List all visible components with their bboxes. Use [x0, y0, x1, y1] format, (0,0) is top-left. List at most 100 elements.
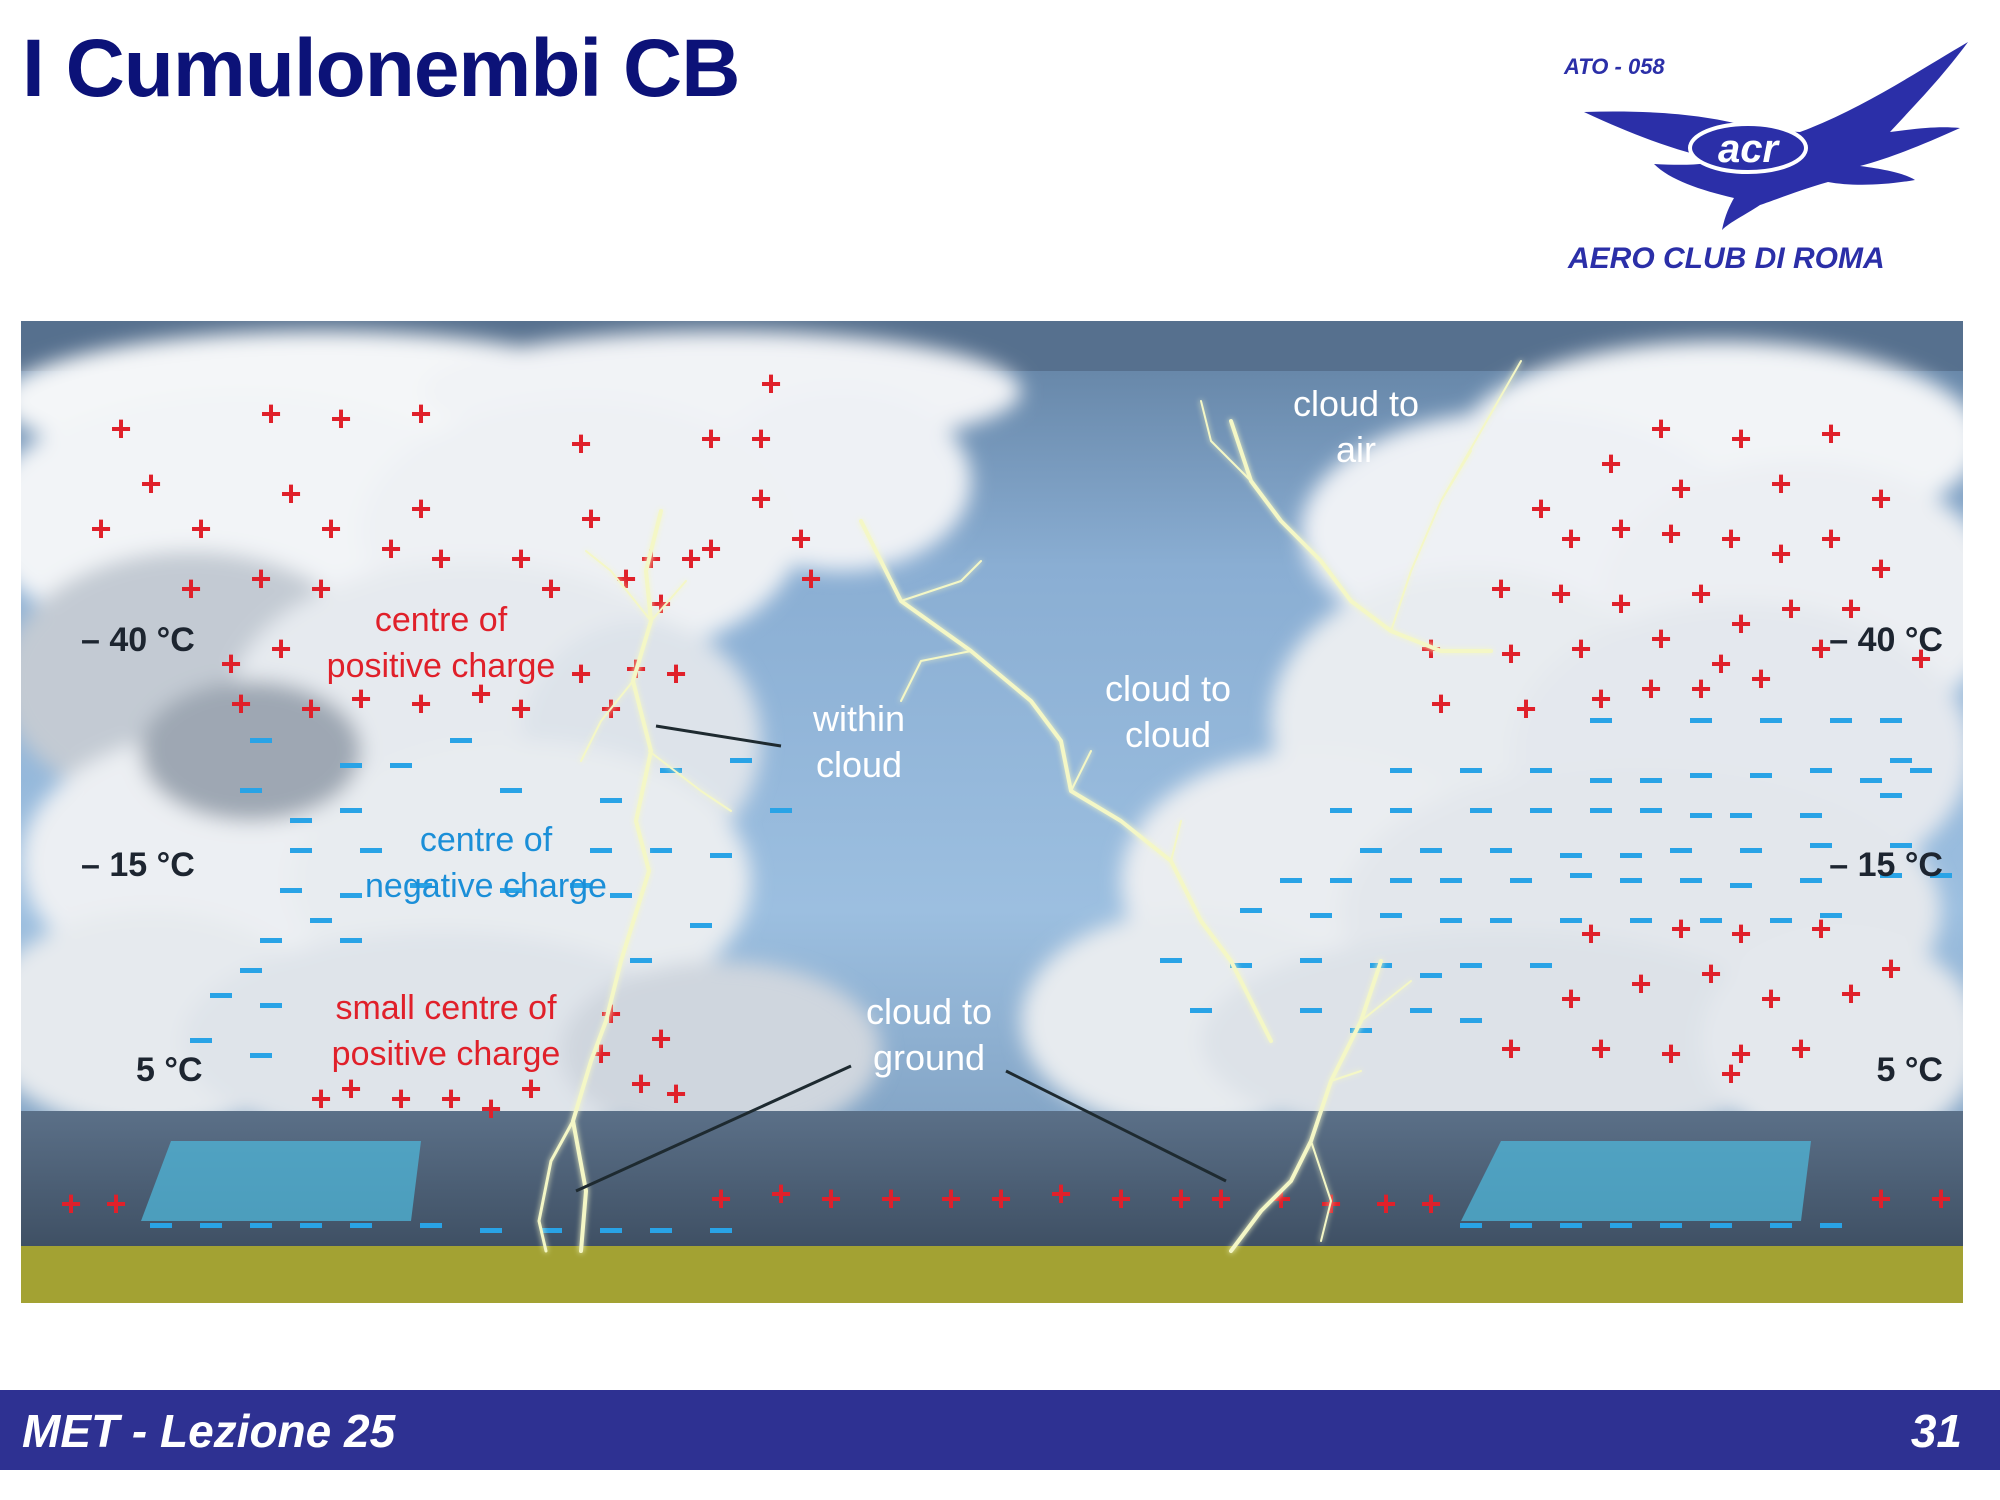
positive-charge-mark: +	[1870, 548, 1891, 589]
positive-charge-mark: +	[1650, 618, 1671, 659]
negative-center-label: centre of negative charge	[365, 821, 607, 905]
positive-charge-mark: +	[1730, 603, 1751, 644]
positive-charge-mark: +	[1550, 573, 1571, 614]
negative-charge-mark	[290, 848, 312, 853]
lightning-type-labels: within cloud cloud to cloud cloud to air…	[812, 383, 1419, 1078]
positive-charge-mark: +	[1590, 1028, 1611, 1069]
positive-charge-mark: +	[760, 363, 781, 404]
cloud-to-air-label: cloud to air	[1293, 383, 1419, 470]
positive-charge-mark: +	[1660, 1033, 1681, 1074]
positive-charge-mark: +	[1580, 913, 1601, 954]
negative-charge-mark	[1810, 843, 1832, 848]
positive-charge-mark: +	[1600, 443, 1621, 484]
positive-charge-mark: +	[190, 508, 211, 549]
temp-label-right-middle: – 15 °C	[1829, 846, 1943, 884]
positive-charge-mark: +	[1570, 628, 1591, 669]
negative-charge-mark	[1510, 878, 1532, 883]
positive-charge-mark: +	[1690, 573, 1711, 614]
negative-charge-mark	[1620, 853, 1642, 858]
positive-charge-mark: +	[1750, 658, 1771, 699]
negative-charge-mark	[1350, 1028, 1372, 1033]
negative-charge-mark	[1830, 718, 1852, 723]
svg-text:cloud to: cloud to	[866, 991, 992, 1032]
negative-charge-mark	[1460, 768, 1482, 773]
positive-charge-mark: +	[1630, 963, 1651, 1004]
negative-charge-mark	[260, 938, 282, 943]
svg-text:cloud to: cloud to	[1293, 383, 1419, 424]
negative-charge-mark	[710, 853, 732, 858]
negative-charge-mark	[710, 1228, 732, 1233]
negative-charge-mark	[1800, 878, 1822, 883]
negative-charge-mark	[1590, 778, 1612, 783]
negative-charge-mark	[1490, 918, 1512, 923]
negative-charge-mark	[1770, 918, 1792, 923]
positive-charge-mark: +	[140, 463, 161, 504]
positive-charge-mark: +	[250, 558, 271, 599]
positive-charge-mark: +	[1780, 588, 1801, 629]
positive-charge-mark: +	[1375, 1183, 1396, 1224]
positive-charge-mark: +	[700, 528, 721, 569]
positive-charge-mark: +	[1610, 583, 1631, 624]
positive-charge-mark: +	[1870, 478, 1891, 519]
positive-charge-mark: +	[820, 1178, 841, 1219]
positive-charge-mark: +	[750, 418, 771, 459]
negative-charge-mark	[1800, 813, 1822, 818]
positive-charge-mark: +	[440, 1078, 461, 1119]
positive-charge-mark: +	[390, 1078, 411, 1119]
positive-charge-mark: +	[1170, 1178, 1191, 1219]
positive-charge-mark: +	[880, 1178, 901, 1219]
rain-right	[1461, 1141, 1811, 1221]
negative-charge-mark	[1490, 848, 1512, 853]
logo-monogram: acr	[1718, 127, 1780, 171]
positive-charge-mark: +	[630, 1063, 651, 1104]
negative-charge-mark	[1160, 958, 1182, 963]
negative-charge-mark	[610, 893, 632, 898]
positive-charge-mark: +	[1810, 908, 1831, 949]
upper-positive-label: centre of positive charge	[327, 601, 556, 685]
positive-charge-mark: +	[350, 678, 371, 719]
positive-charge-mark: +	[510, 538, 531, 579]
negative-charge-mark	[1590, 718, 1612, 723]
negative-charge-mark	[500, 788, 522, 793]
cloud-to-cloud-bolt	[859, 519, 1273, 1043]
positive-charge-mark: +	[1490, 568, 1511, 609]
positive-charge-mark: +	[1650, 408, 1671, 449]
negative-charge-mark	[1710, 1223, 1732, 1228]
positive-charge-mark: +	[1560, 978, 1581, 1019]
negative-charge-mark	[260, 1003, 282, 1008]
within-cloud-branch	[580, 550, 732, 812]
positive-charge-mark: +	[1730, 418, 1751, 459]
positive-charge-mark: +	[1770, 463, 1791, 504]
svg-text:ground: ground	[873, 1037, 985, 1078]
negative-charge-mark	[1810, 768, 1832, 773]
negative-charge-mark	[280, 888, 302, 893]
positive-charge-mark: +	[1810, 628, 1831, 669]
positive-charge-mark: +	[1670, 908, 1691, 949]
positive-charge-mark: +	[1590, 678, 1611, 719]
ground-strike-left-branch	[537, 1119, 575, 1253]
positive-charge-mark: +	[1420, 1183, 1441, 1224]
negative-charge-mark	[600, 798, 622, 803]
positive-charge-mark: +	[540, 568, 561, 609]
positive-charge-mark: +	[1910, 638, 1931, 679]
cloud-to-air-bolt	[1229, 419, 1493, 653]
negative-charge-mark	[1440, 918, 1462, 923]
negative-charge-mark	[1530, 963, 1552, 968]
positive-charge-mark: +	[180, 568, 201, 609]
negative-charge-mark	[630, 958, 652, 963]
negative-charge-mark	[1460, 963, 1482, 968]
footer-lesson: MET - Lezione 25	[22, 1405, 396, 1457]
cloud-to-cloud-label: cloud to cloud	[1105, 668, 1231, 755]
negative-charge-mark	[240, 968, 262, 973]
positive-charge-mark: +	[1730, 1033, 1751, 1074]
positive-charge-mark: +	[270, 628, 291, 669]
negative-charge-mark	[1620, 878, 1642, 883]
negative-charge-mark	[290, 818, 312, 823]
negative-charge-mark	[1760, 718, 1782, 723]
negative-charge-mark	[1740, 848, 1762, 853]
negative-charge-mark	[1530, 768, 1552, 773]
svg-text:negative charge: negative charge	[365, 867, 607, 905]
negative-charge-mark	[150, 1223, 172, 1228]
negative-charge-mark	[1570, 873, 1592, 878]
temp-label-right-bottom: 5 °C	[1876, 1051, 1943, 1089]
